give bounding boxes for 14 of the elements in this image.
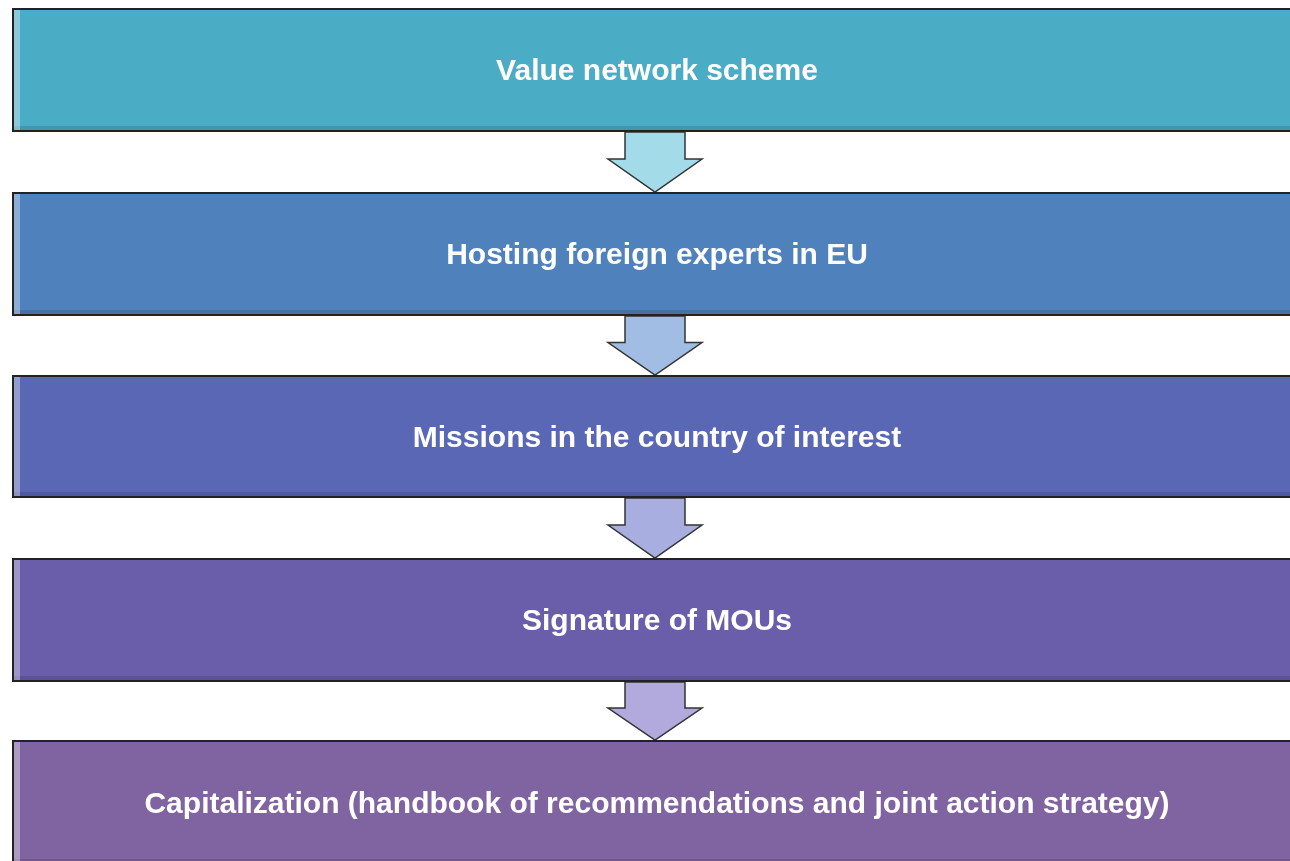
block-arrow xyxy=(605,131,705,193)
step-label: Signature of MOUs xyxy=(521,603,793,637)
process-box xyxy=(12,8,1290,132)
process-box xyxy=(12,558,1290,682)
step-label: Value network scheme xyxy=(495,53,819,87)
step-label: Hosting foreign experts in EU xyxy=(445,237,869,271)
step-label: Capitalization (handbook of recommendations and joint action strategy) xyxy=(143,785,1171,820)
block-arrow xyxy=(605,681,705,741)
process-box xyxy=(12,375,1290,498)
step-label: Missions in the country of interest xyxy=(411,419,903,454)
block-arrow xyxy=(605,315,705,376)
process-box xyxy=(12,192,1290,316)
process-box xyxy=(12,740,1290,861)
block-arrow xyxy=(605,497,705,559)
